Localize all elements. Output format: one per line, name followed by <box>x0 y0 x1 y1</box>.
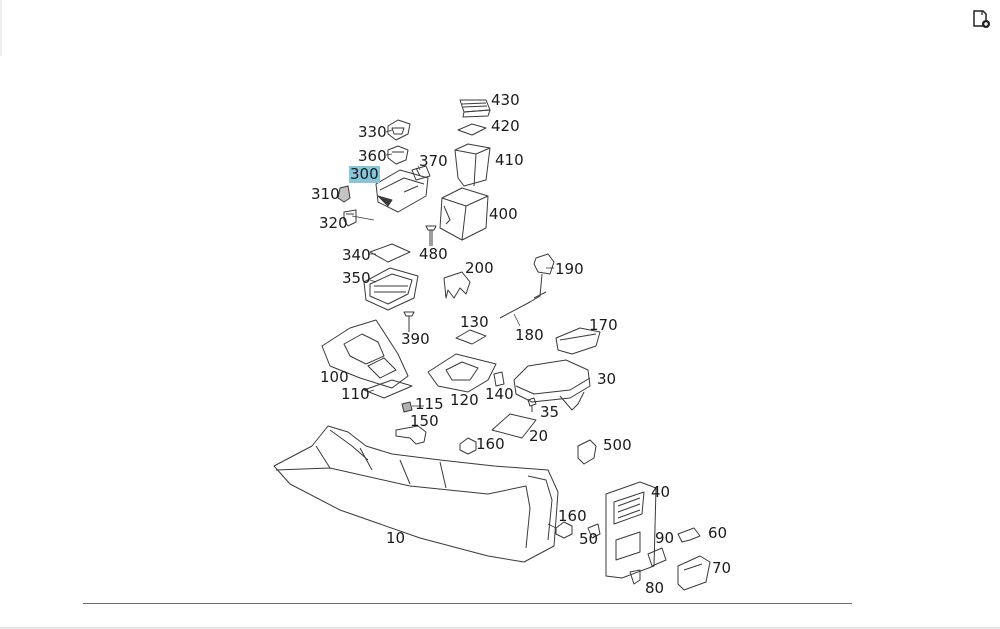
part-10-drawing <box>273 425 559 563</box>
part-label-500[interactable]: 500 <box>603 436 632 454</box>
add-document-button[interactable] <box>968 6 994 32</box>
part-420-drawing <box>457 123 487 136</box>
part-label-160b[interactable]: 160 <box>558 507 587 525</box>
part-label-40[interactable]: 40 <box>651 483 671 501</box>
part-label-35[interactable]: 35 <box>540 403 560 421</box>
part-label-60[interactable]: 60 <box>708 524 728 542</box>
part-120-drawing <box>427 353 497 393</box>
part-400-drawing <box>439 187 489 241</box>
part-300-drawing <box>375 169 429 213</box>
part-label-20[interactable]: 20 <box>529 427 549 445</box>
part-label-430[interactable]: 430 <box>491 91 520 109</box>
part-label-340[interactable]: 340 <box>342 246 371 264</box>
leader-lines <box>351 129 595 538</box>
part-70-drawing <box>677 555 711 591</box>
part-label-170[interactable]: 170 <box>589 316 618 334</box>
part-label-300-selected[interactable]: 300 <box>349 165 380 183</box>
part-370-drawing <box>411 165 431 181</box>
part-label-115[interactable]: 115 <box>415 395 444 413</box>
part-label-370[interactable]: 370 <box>419 152 448 170</box>
part-label-180[interactable]: 180 <box>515 326 544 344</box>
part-110-drawing <box>363 379 413 399</box>
part-label-140[interactable]: 140 <box>485 385 514 403</box>
part-label-120[interactable]: 120 <box>450 391 479 409</box>
part-label-320[interactable]: 320 <box>319 214 348 232</box>
part-360-drawing <box>387 145 409 165</box>
part-label-50[interactable]: 50 <box>579 530 599 548</box>
part-label-360[interactable]: 360 <box>358 147 387 165</box>
part-label-70[interactable]: 70 <box>712 559 732 577</box>
part-340-drawing <box>369 243 411 263</box>
part-label-160[interactable]: 160 <box>476 435 505 453</box>
part-115-drawing <box>401 401 413 413</box>
part-130-drawing <box>455 329 487 345</box>
part-60-drawing <box>677 527 701 543</box>
part-label-200[interactable]: 200 <box>465 259 494 277</box>
bottom-border <box>0 627 1000 629</box>
part-label-150[interactable]: 150 <box>410 412 439 430</box>
part-label-330[interactable]: 330 <box>358 123 387 141</box>
part-label-190[interactable]: 190 <box>555 260 584 278</box>
part-80-drawing <box>629 569 641 585</box>
part-20-drawing <box>491 413 537 439</box>
part-label-480[interactable]: 480 <box>419 245 448 263</box>
part-160b-drawing <box>555 521 573 539</box>
part-50-drawing <box>587 523 601 539</box>
part-150-drawing <box>395 425 427 445</box>
part-100-drawing <box>321 319 409 389</box>
part-480-drawing <box>425 225 437 246</box>
document-add-icon <box>973 10 990 28</box>
part-410-drawing <box>454 143 491 187</box>
part-330-drawing <box>387 119 411 141</box>
part-500-drawing <box>577 439 597 465</box>
part-160-drawing <box>459 437 477 455</box>
part-label-110[interactable]: 110 <box>341 385 370 403</box>
part-180-190-drawing <box>499 253 555 319</box>
part-label-30[interactable]: 30 <box>597 370 617 388</box>
part-label-80[interactable]: 80 <box>645 579 665 597</box>
part-label-10[interactable]: 10 <box>386 529 406 547</box>
part-label-350[interactable]: 350 <box>342 269 371 287</box>
part-35-drawing <box>527 397 537 412</box>
left-panel-edge <box>0 0 2 56</box>
part-90-drawing <box>647 547 667 567</box>
part-label-310[interactable]: 310 <box>311 185 340 203</box>
part-label-400[interactable]: 400 <box>489 205 518 223</box>
part-350-drawing <box>363 267 419 311</box>
part-label-390[interactable]: 390 <box>401 330 430 348</box>
part-320-drawing <box>343 209 357 227</box>
part-label-410[interactable]: 410 <box>495 151 524 169</box>
part-label-100[interactable]: 100 <box>320 368 349 386</box>
part-430-drawing <box>459 99 491 118</box>
part-40-drawing <box>605 481 657 579</box>
part-310-drawing <box>337 185 351 203</box>
part-390-drawing <box>403 311 415 332</box>
diagram-baseline <box>83 603 852 604</box>
part-30-drawing <box>513 359 591 411</box>
part-label-130[interactable]: 130 <box>460 313 489 331</box>
part-label-420[interactable]: 420 <box>491 117 520 135</box>
part-label-90[interactable]: 90 <box>655 529 675 547</box>
part-200-drawing <box>443 271 471 299</box>
part-140-drawing <box>493 371 505 387</box>
part-170-drawing <box>555 327 601 355</box>
